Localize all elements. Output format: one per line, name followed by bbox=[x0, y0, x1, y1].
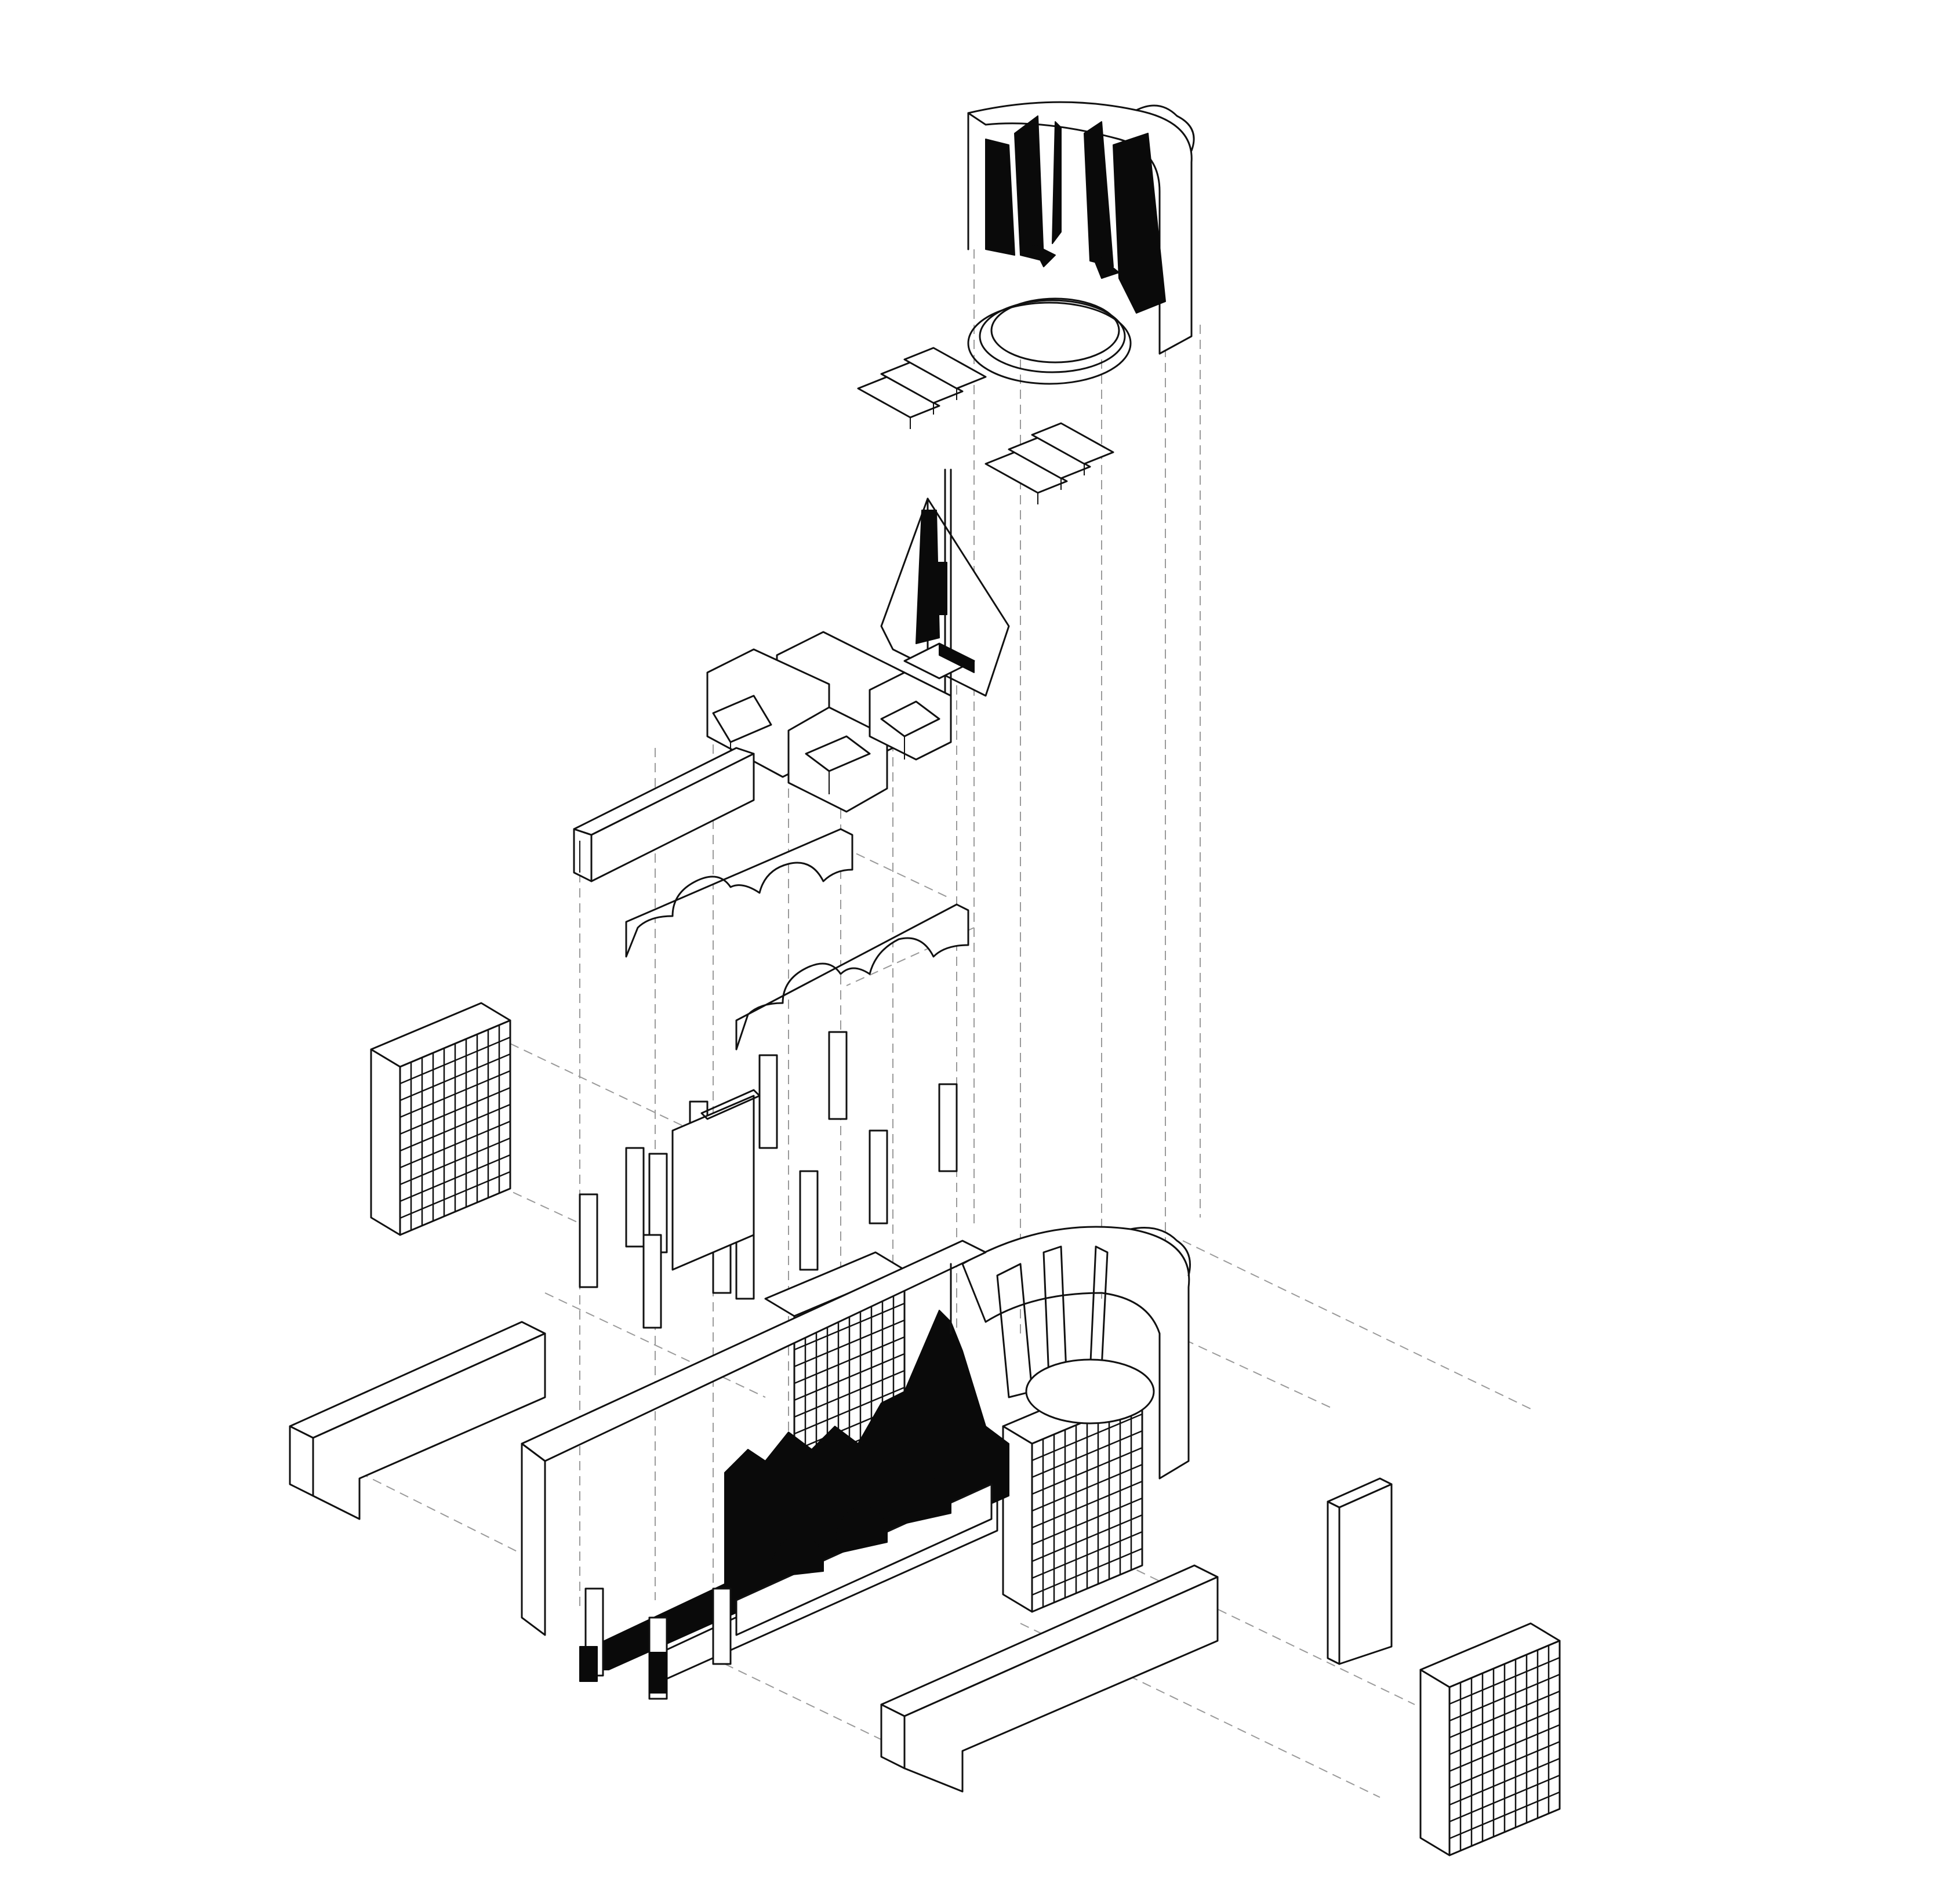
assembled-building bbox=[521, 1226, 1191, 1700]
wall-block-left bbox=[289, 1321, 546, 1520]
wall-block-front bbox=[880, 1564, 1219, 1793]
lattice-screen-lower-right bbox=[1419, 1622, 1561, 1856]
pyramid-stair-tower bbox=[880, 468, 1010, 697]
wall-block-right bbox=[1327, 1477, 1393, 1665]
stepped-round-platform bbox=[967, 297, 1132, 385]
lattice-screen-upper-left bbox=[370, 1002, 511, 1236]
arched-beam-back bbox=[625, 828, 853, 958]
arched-beam-front bbox=[735, 903, 969, 1051]
open-channel-beam bbox=[573, 747, 755, 882]
column-field bbox=[579, 1031, 958, 1329]
glass-box-cluster bbox=[706, 631, 952, 813]
cylindrical-tower-top bbox=[967, 101, 1195, 355]
bench-group-right bbox=[984, 422, 1114, 504]
bench-group-left bbox=[857, 347, 987, 429]
